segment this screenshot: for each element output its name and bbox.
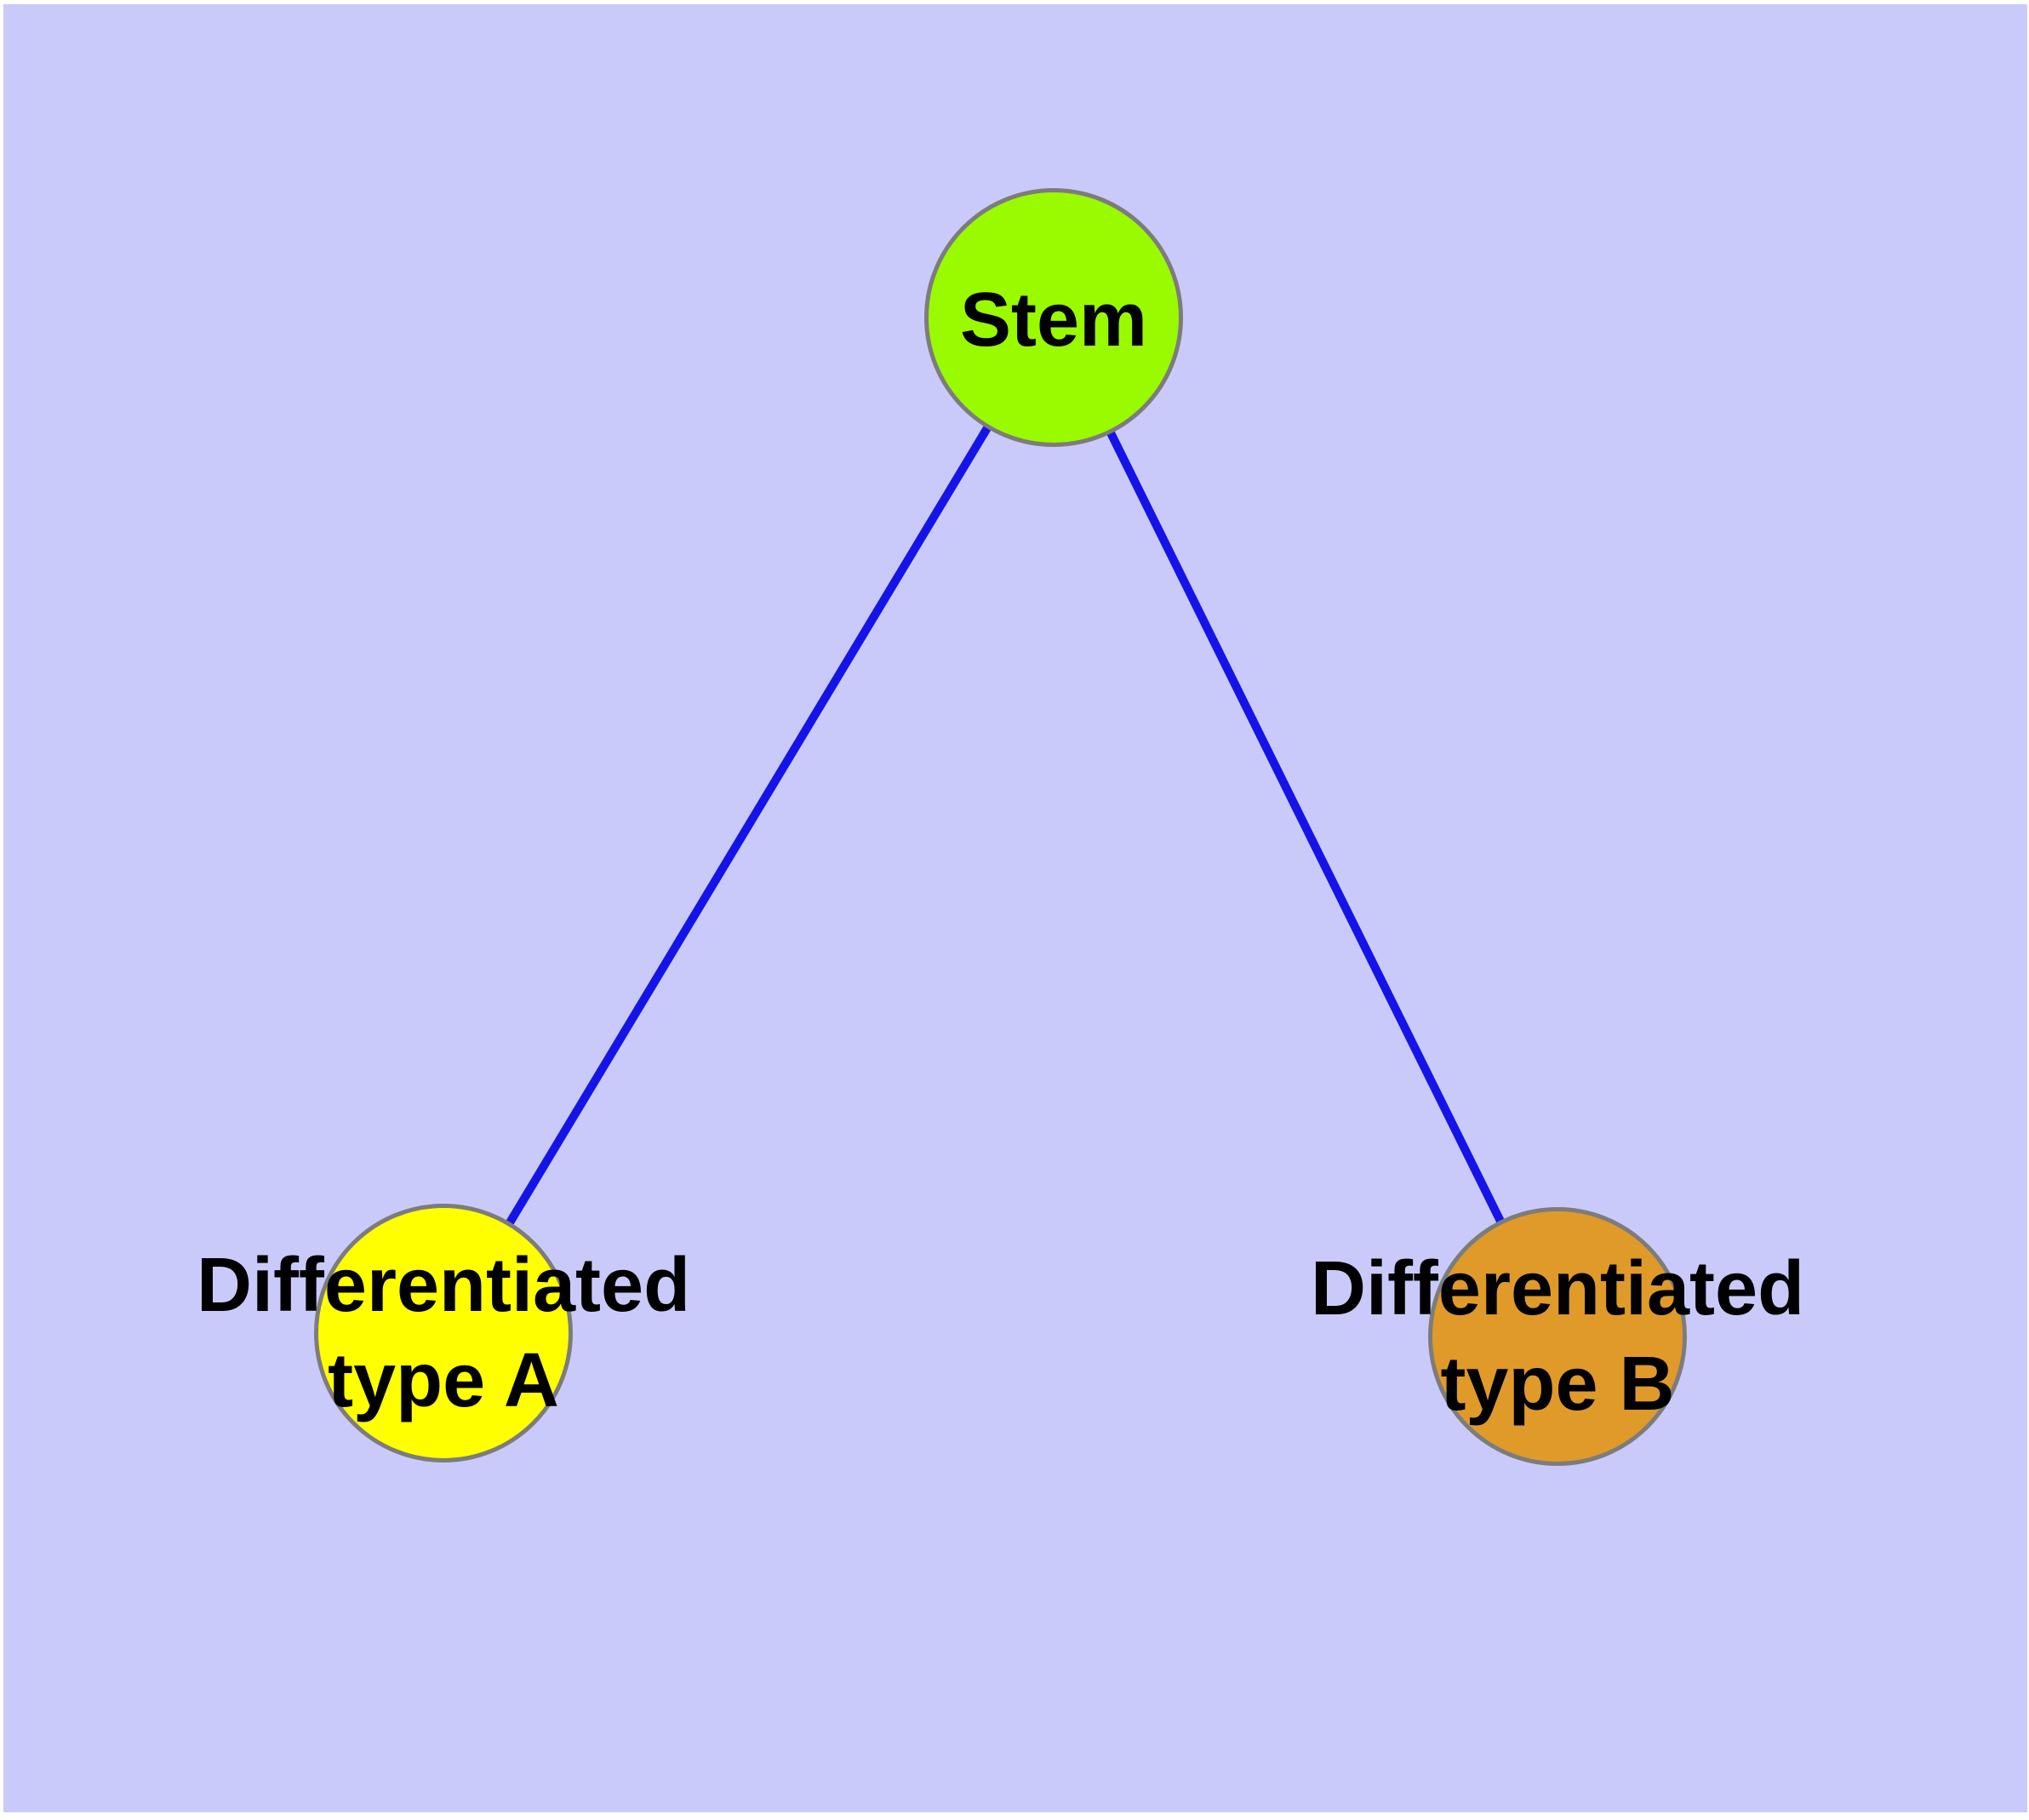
node-differentiated-type-b <box>1428 1207 1687 1466</box>
edge-stem-to-type-a <box>439 315 1058 1336</box>
type-b-label-line2: type B <box>1440 1342 1675 1427</box>
stem-label-text: Stem <box>959 278 1148 363</box>
edge-stem-to-type-b <box>1049 315 1562 1339</box>
node-differentiated-type-a <box>314 1204 573 1462</box>
node-label-differentiated-type-a: Differentiated type A <box>197 1238 690 1428</box>
node-stem <box>924 188 1183 447</box>
type-a-label-line1: Differentiated <box>196 1243 691 1328</box>
type-a-label-line2: type A <box>328 1338 559 1423</box>
type-b-label-line1: Differentiated <box>1310 1246 1805 1331</box>
node-label-stem: Stem <box>960 272 1147 368</box>
node-label-differentiated-type-b: Differentiated type B <box>1311 1241 1804 1432</box>
